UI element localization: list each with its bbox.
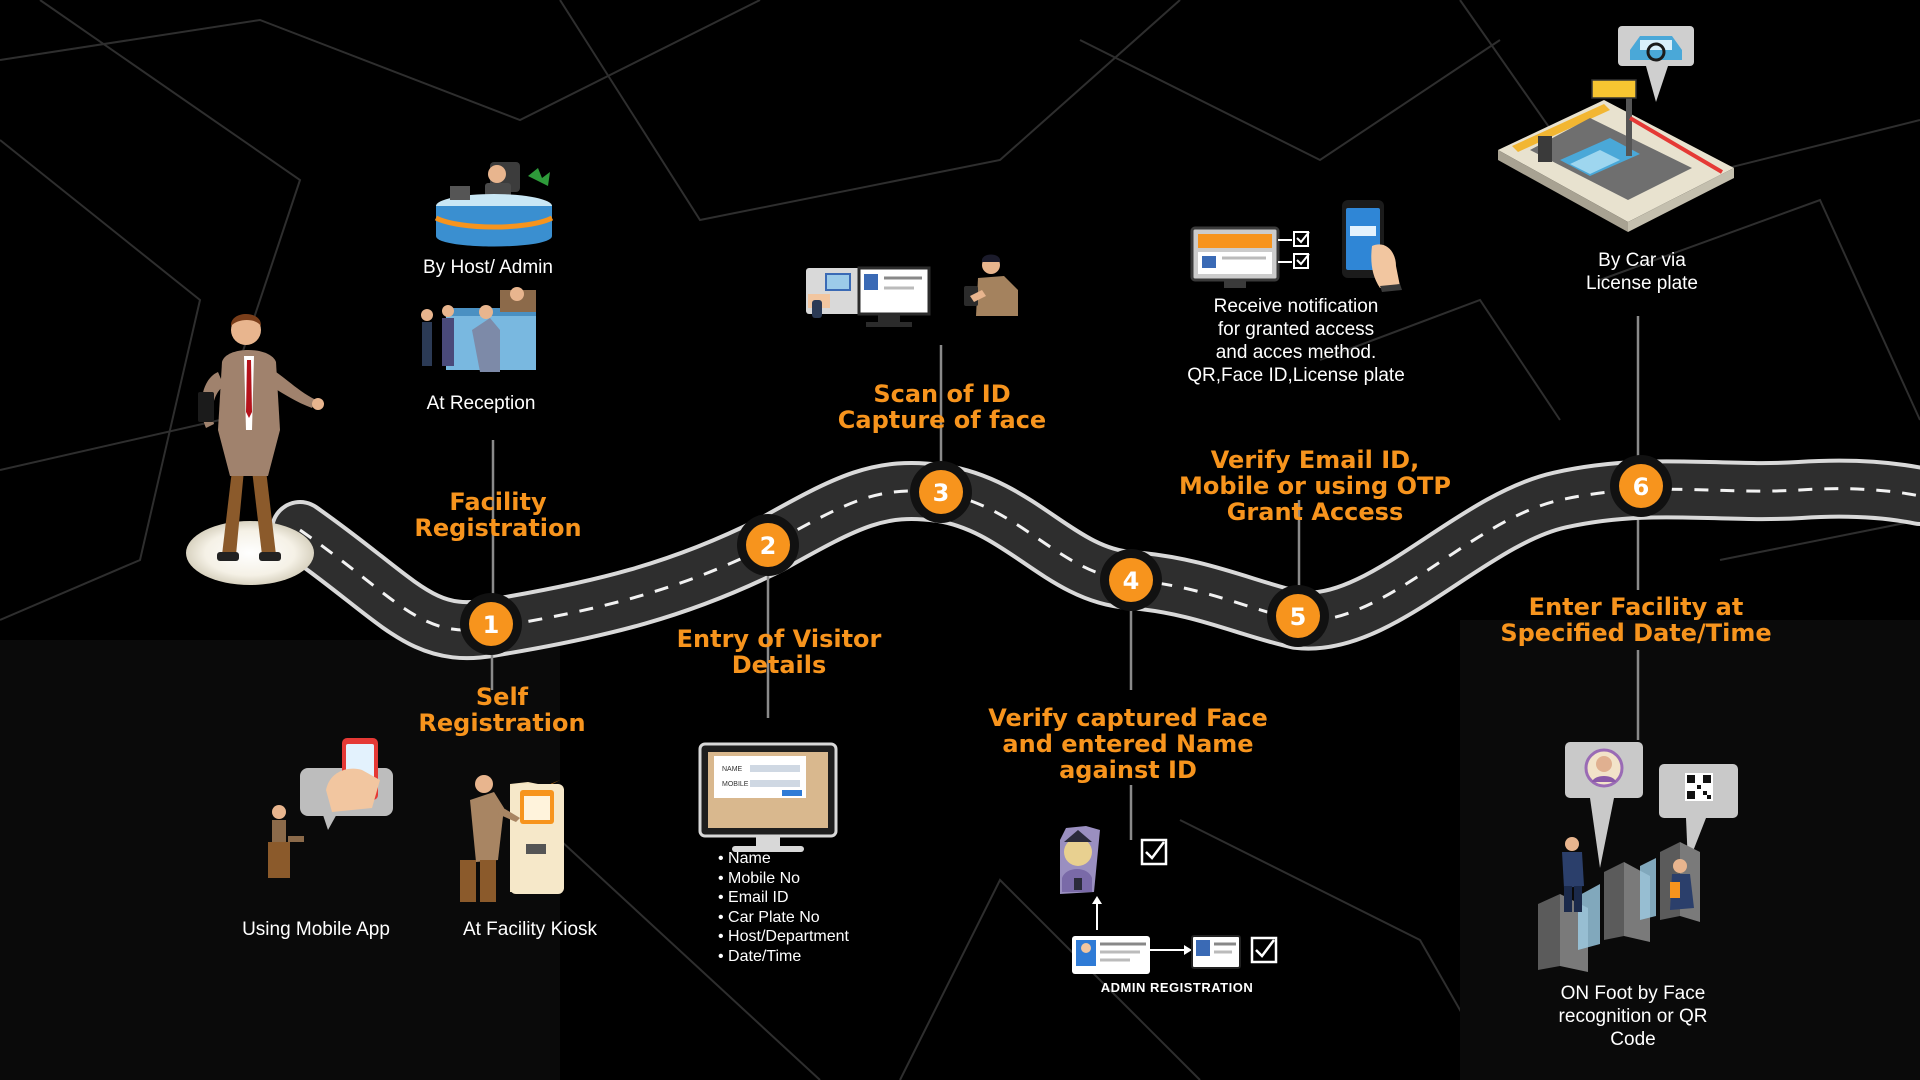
visitor-field: Mobile No xyxy=(718,869,849,889)
form-mobile-label: MOBILE xyxy=(722,781,749,788)
on-foot-caption: ON Foot by Face recognition or QR Code xyxy=(1558,983,1708,1050)
step-marker-3: 3 xyxy=(910,461,972,523)
step-marker-5: 5 xyxy=(1267,585,1329,647)
by-car-caption: By Car via License plate xyxy=(1586,250,1698,294)
smartphone-icon xyxy=(1342,200,1402,292)
step-5-title: Verify Email ID, Mobile or using OTP Gra… xyxy=(1179,446,1451,526)
step-markers: 1 2 3 4 5 6 xyxy=(460,455,1672,655)
turnstile-icon xyxy=(1538,837,1700,972)
step-number-2: 2 xyxy=(760,532,777,560)
step-3-title: Scan of ID Capture of face xyxy=(837,380,1047,434)
step-marker-2: 2 xyxy=(737,514,799,576)
form-name-label: NAME xyxy=(722,766,743,773)
id-scan-icon xyxy=(806,266,931,327)
step-1-subtitle: Self Registration xyxy=(418,683,586,737)
visitor-field: Email ID xyxy=(718,888,849,908)
step-number-5: 5 xyxy=(1290,603,1307,631)
mobile-app-icon xyxy=(268,738,393,878)
parking-gate-icon xyxy=(1498,79,1734,232)
notification-screen-icon xyxy=(1190,226,1310,288)
kiosk-icon xyxy=(460,775,564,902)
computer-form-icon: NAME MOBILE xyxy=(698,742,838,852)
at-reception-caption: At Reception xyxy=(426,393,536,414)
visitor-icon xyxy=(186,314,324,585)
checkbox-icon xyxy=(1140,838,1278,964)
step-marker-6: 6 xyxy=(1610,455,1672,517)
qr-pin-icon xyxy=(1659,764,1738,864)
at-facility-kiosk-caption: At Facility Kiosk xyxy=(462,919,598,940)
step-4-title: Verify captured Face and entered Name ag… xyxy=(988,704,1268,784)
face-pin-icon xyxy=(1565,742,1643,868)
step-number-6: 6 xyxy=(1633,473,1650,501)
step-marker-4: 4 xyxy=(1100,549,1162,611)
step-number-1: 1 xyxy=(483,611,500,639)
step-6-title: Enter Facility at Specified Date/Time xyxy=(1500,593,1772,647)
visitor-field: Host/Department xyxy=(718,927,849,947)
notification-caption: Receive notification for granted access … xyxy=(1187,296,1405,386)
step-number-4: 4 xyxy=(1123,567,1140,595)
by-host-admin-caption: By Host/ Admin xyxy=(423,257,553,278)
admin-registration-caption: ADMIN REGISTRATION xyxy=(1100,980,1254,995)
car-pin-icon xyxy=(1618,26,1694,102)
id-card-icon xyxy=(1072,935,1241,974)
checkbox-icon xyxy=(1293,231,1310,269)
using-mobile-app-caption: Using Mobile App xyxy=(242,919,390,940)
step-2-title: Entry of Visitor Details xyxy=(676,625,882,679)
step-1-title: Facility Registration xyxy=(414,488,582,542)
visitor-field: Name xyxy=(718,849,849,869)
visitor-field: Car Plate No xyxy=(718,908,849,928)
visitor-fields-list: Name Mobile No Email ID Car Plate No Hos… xyxy=(718,849,849,967)
visitor-field: Date/Time xyxy=(718,947,849,967)
step-number-3: 3 xyxy=(933,479,950,507)
reception-desk-icon xyxy=(434,162,554,247)
step-marker-1: 1 xyxy=(460,593,522,655)
connector-lines xyxy=(490,316,1640,840)
reception-counter-icon xyxy=(421,287,536,372)
admin-face-icon xyxy=(1060,826,1100,894)
face-capture-icon xyxy=(964,254,1018,316)
